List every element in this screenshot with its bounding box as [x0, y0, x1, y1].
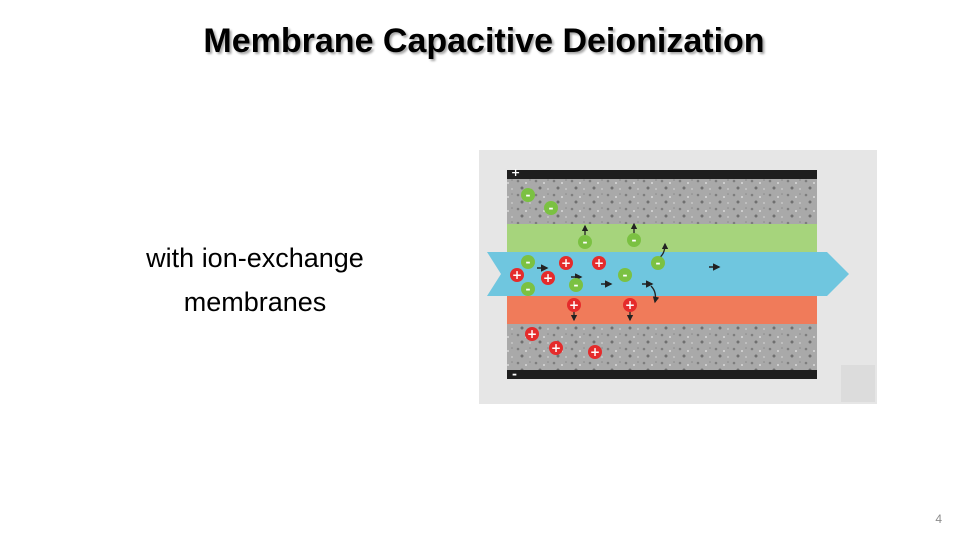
anion-ion: - [544, 201, 558, 215]
cation-ion: + [623, 298, 637, 312]
anion-ion: - [569, 278, 583, 292]
svg-text:-: - [583, 235, 588, 249]
caption-line-1: with ion-exchange [146, 243, 364, 273]
top-current-collector [507, 170, 817, 179]
svg-text:-: - [632, 233, 637, 247]
cation-ion: + [567, 298, 581, 312]
svg-text:+: + [561, 256, 571, 270]
page-number: 4 [935, 512, 942, 526]
svg-text:-: - [549, 201, 554, 215]
svg-text:-: - [623, 268, 628, 282]
anion-ion: - [618, 268, 632, 282]
bottom-current-collector [507, 370, 817, 379]
caption-line-2: membranes [183, 287, 327, 317]
mcdi-diagram: + - - - [479, 150, 879, 404]
bottom-electrode-sign: - [512, 367, 517, 381]
cation-ion: + [525, 327, 539, 341]
cation-ion: + [588, 345, 602, 359]
cation-ion: + [541, 271, 555, 285]
svg-text:+: + [594, 256, 604, 270]
svg-text:-: - [574, 278, 579, 292]
cation-migration-arrow [650, 285, 660, 304]
anion-ion: - [578, 235, 592, 249]
cation-ion: + [549, 341, 563, 355]
cation-ion: + [559, 256, 573, 270]
svg-text:-: - [526, 255, 531, 269]
anion-ion: - [521, 255, 535, 269]
corner-patch [841, 365, 875, 402]
svg-text:+: + [569, 298, 579, 312]
water-flow-channel [487, 252, 849, 296]
svg-text:-: - [526, 188, 531, 202]
top-carbon-electrode [507, 179, 817, 224]
anion-exchange-membrane [507, 224, 817, 252]
cation-exchange-membrane [507, 296, 817, 324]
top-electrode-sign: + [511, 166, 520, 179]
svg-text:+: + [527, 327, 537, 341]
svg-text:-: - [526, 282, 531, 296]
svg-text:+: + [625, 298, 635, 312]
anion-ion: - [627, 233, 641, 247]
slide-title: Membrane Capacitive Deionization [203, 22, 765, 60]
svg-text:-: - [656, 256, 661, 270]
svg-text:+: + [512, 268, 522, 282]
right-edge-line [877, 150, 879, 404]
cation-ion: + [510, 268, 524, 282]
anion-ion: - [521, 282, 535, 296]
svg-text:+: + [590, 345, 600, 359]
anion-ion: - [651, 256, 665, 270]
svg-text:+: + [551, 341, 561, 355]
anion-ion: - [521, 188, 535, 202]
cation-ion: + [592, 256, 606, 270]
svg-text:+: + [543, 271, 553, 285]
slide-caption: with ion-exchange membranes [110, 236, 400, 324]
